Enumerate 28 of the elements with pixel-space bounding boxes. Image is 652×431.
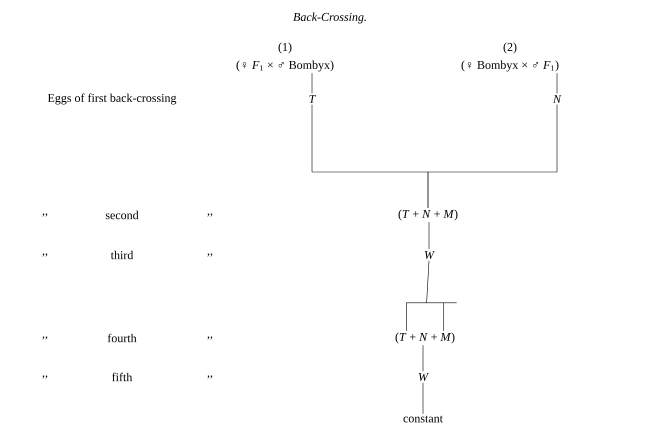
offspring-label: W bbox=[418, 372, 429, 382]
row-label: ,, bbox=[42, 375, 48, 379]
offspring-label: (T + N + M) bbox=[396, 332, 454, 344]
row-label: third bbox=[110, 250, 134, 260]
row-label: ,, bbox=[42, 213, 48, 217]
bracket-line bbox=[422, 344, 424, 372]
bracket-line bbox=[422, 382, 424, 414]
offspring-label: (T + N + M) bbox=[398, 210, 458, 220]
bracket-line bbox=[556, 72, 558, 94]
row-label: ,, bbox=[207, 213, 212, 217]
row-label: fifth bbox=[112, 372, 132, 382]
row-label: ,, bbox=[207, 375, 212, 379]
offspring-label: constant bbox=[403, 416, 443, 422]
offspring-label: W bbox=[424, 250, 435, 260]
bracket-line bbox=[428, 222, 430, 250]
row-label: fourth bbox=[108, 334, 136, 342]
cross-formula: (2) (♀ Bombyx × ♂ F$_{1}$) bbox=[462, 42, 558, 72]
row-label: ,, bbox=[42, 336, 48, 340]
offspring-label: N bbox=[552, 95, 562, 103]
row-label: Eggs of first back-crossing bbox=[48, 93, 176, 105]
row-label: ,, bbox=[207, 336, 212, 340]
cross-formula: (1) (♀ F$_{1}$ × ♂ Bombyx) bbox=[236, 42, 334, 72]
row-label: ,, bbox=[207, 253, 212, 257]
bracket-line bbox=[428, 104, 558, 208]
title: Back-Crossing. bbox=[293, 12, 366, 24]
row-label: ,, bbox=[42, 253, 48, 257]
row-label: second bbox=[106, 210, 139, 220]
offspring-label: T bbox=[309, 95, 316, 103]
